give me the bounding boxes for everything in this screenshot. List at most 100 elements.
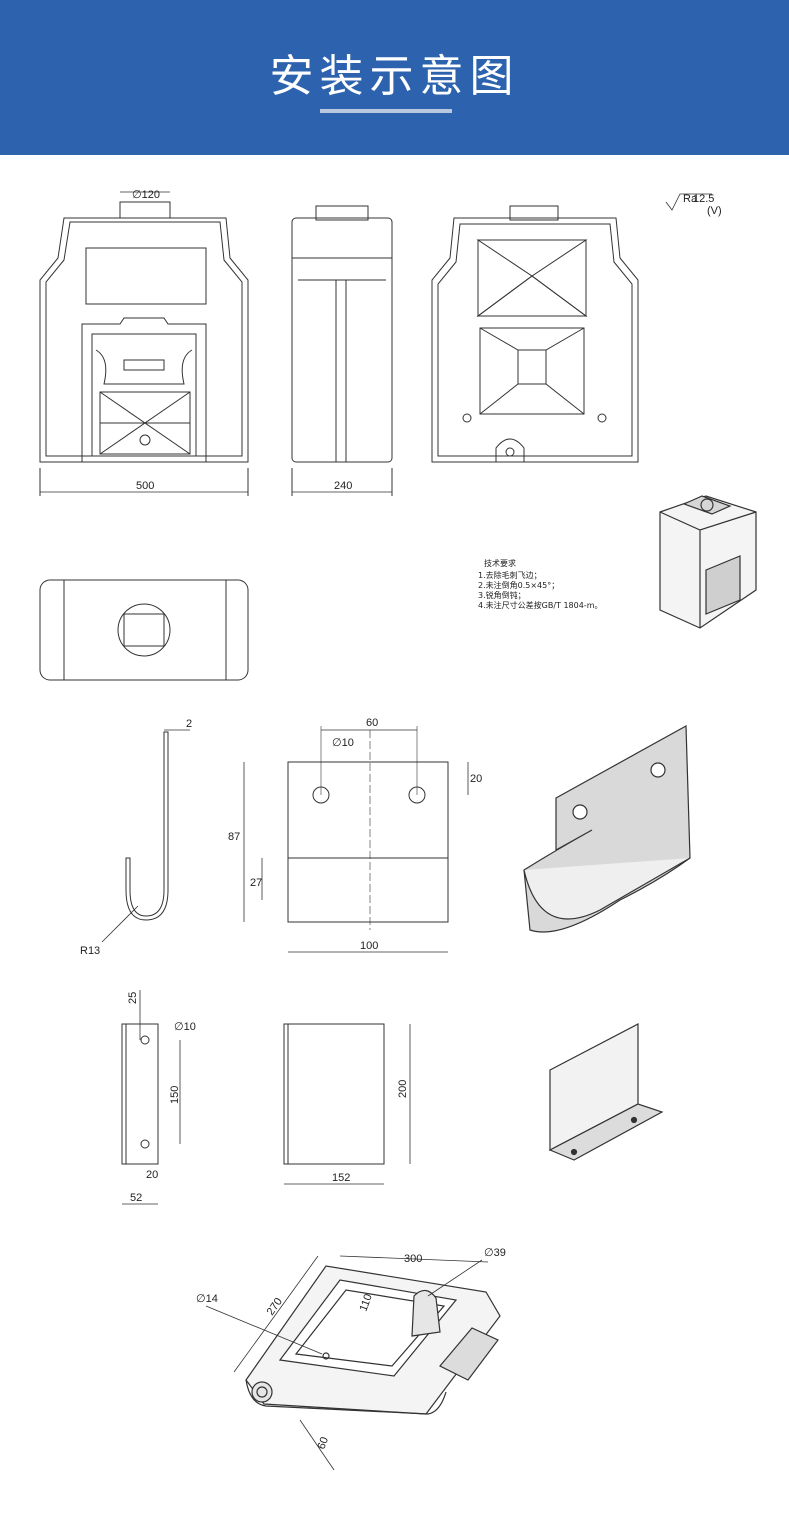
dim-line-300 xyxy=(339,1255,489,1263)
dim-label-20b: 20 xyxy=(146,1169,158,1181)
device-cap xyxy=(682,495,732,515)
rear-hole-right xyxy=(597,413,607,423)
rear-notch xyxy=(495,438,525,462)
dim-label-dia-120: ∅120 xyxy=(132,189,160,201)
front-view xyxy=(39,191,249,496)
dim-label-r13: R13 xyxy=(80,945,100,957)
top-cap-square xyxy=(123,613,165,647)
dim-label-300: 300 xyxy=(404,1253,422,1265)
dim-label-20: 20 xyxy=(470,773,482,785)
device-bolt xyxy=(700,498,714,512)
roughness-value: 12.5 xyxy=(693,193,714,205)
hook-3d-hole-1 xyxy=(572,804,588,820)
bracket-front-view xyxy=(283,1023,411,1185)
tray-side-knob-inner xyxy=(256,1386,268,1398)
side-view xyxy=(291,205,393,496)
roughness-suffix: (V) xyxy=(707,205,722,217)
tech-req-item-2: 2.未注倒角0.5×45°； xyxy=(478,580,559,590)
leader-dia-14 xyxy=(205,1305,323,1355)
dim-label-200: 200 xyxy=(397,1080,409,1098)
tray-side-knob xyxy=(251,1381,273,1403)
dim-label-100: 100 xyxy=(360,940,378,952)
surface-roughness-symbol xyxy=(665,193,712,211)
tray-isometric xyxy=(205,1255,501,1471)
tray-inner-opening xyxy=(278,1279,458,1377)
front-bracket-outline xyxy=(81,317,207,463)
hook-side-view xyxy=(101,729,190,943)
bracket-front-outline xyxy=(283,1023,385,1165)
rear-body-outline xyxy=(431,217,639,463)
hook-profile xyxy=(125,731,169,921)
dim-label-152: 152 xyxy=(332,1172,350,1184)
front-cradle-curve xyxy=(95,349,193,385)
bracket-side-view xyxy=(121,990,181,1205)
bracket-hole-bottom xyxy=(140,1139,150,1149)
tech-req-item-1: 1.去除毛刺飞边； xyxy=(478,570,542,580)
dim-label-27: 27 xyxy=(250,877,262,889)
bracket-side-outline xyxy=(121,1023,159,1165)
bracket-3d-hole-2 xyxy=(630,1116,638,1124)
rear-notch-hole xyxy=(505,447,515,457)
front-body-outline xyxy=(39,217,249,463)
dim-label-87: 87 xyxy=(228,831,240,843)
tray-hole xyxy=(322,1352,330,1360)
dim-label-dia-14: ∅14 xyxy=(196,1293,218,1305)
tech-req-title: 技术要求 xyxy=(484,558,516,568)
dim-label-60b: 60 xyxy=(316,1435,331,1451)
device-bracket xyxy=(705,555,741,615)
roughness-check xyxy=(665,193,712,211)
rear-x-pattern-lower xyxy=(476,275,588,317)
front-top-cap xyxy=(119,201,171,219)
bracket-isometric xyxy=(548,1023,664,1161)
hook-3d-curve xyxy=(523,857,691,920)
dim-label-2: 2 xyxy=(186,718,192,730)
bracket-3d-hole-1 xyxy=(570,1148,578,1156)
front-bracket-inner xyxy=(91,333,197,457)
front-hole xyxy=(139,434,151,446)
rear-funnel-lines xyxy=(479,327,585,415)
dim-label-150: 150 xyxy=(169,1086,181,1104)
front-body-inner xyxy=(45,221,243,457)
tray-hinge xyxy=(439,1327,499,1381)
dim-label-dia-10b: ∅10 xyxy=(174,1021,196,1033)
dim-label-110: 110 xyxy=(358,1292,375,1313)
roughness-ra: Ra xyxy=(683,193,698,205)
rear-view xyxy=(431,205,639,463)
hook-3d-hole-2 xyxy=(650,762,666,778)
top-view xyxy=(39,579,249,681)
page-title: 安装示意图 xyxy=(269,51,520,102)
top-cap-circle xyxy=(117,603,171,657)
tech-req-item-3: 3.锐角倒钝； xyxy=(478,590,526,600)
tray-pin xyxy=(411,1289,441,1337)
dim-label-500: 500 xyxy=(136,480,154,492)
dim-label-25: 25 xyxy=(127,992,139,1004)
dim-line-60b xyxy=(299,1419,335,1471)
rear-top-cap xyxy=(509,205,559,221)
tech-req-item-4: 4.未注尺寸公差按GB/T 1804-m。 xyxy=(478,600,602,610)
rear-body-inner xyxy=(437,223,633,457)
hook-isometric xyxy=(523,724,691,933)
side-body-outline xyxy=(291,217,393,463)
front-label-plate xyxy=(85,247,207,305)
bracket-hole-top xyxy=(140,1035,150,1045)
dim-label-270: 270 xyxy=(265,1296,285,1318)
tray-front-lip xyxy=(245,1379,447,1415)
side-top-cap xyxy=(315,205,369,221)
dim-label-52: 52 xyxy=(130,1192,142,1204)
leader-dia-39 xyxy=(427,1259,483,1297)
dim-label-60: 60 xyxy=(366,717,378,729)
hook-plate xyxy=(287,761,449,923)
front-slot xyxy=(123,359,165,371)
title-banner: 安装示意图 xyxy=(0,0,789,155)
tray-inner-rim xyxy=(294,1289,446,1367)
rear-hole-left xyxy=(462,413,472,423)
title-underline xyxy=(320,109,452,113)
leader-r13 xyxy=(101,905,139,943)
hook-front-view xyxy=(243,726,469,953)
dim-label-dia-10: ∅10 xyxy=(332,737,354,749)
rear-funnel-outer xyxy=(479,327,585,415)
device-isometric xyxy=(659,495,757,629)
top-body-outline xyxy=(39,579,249,681)
device-edges xyxy=(659,511,757,628)
